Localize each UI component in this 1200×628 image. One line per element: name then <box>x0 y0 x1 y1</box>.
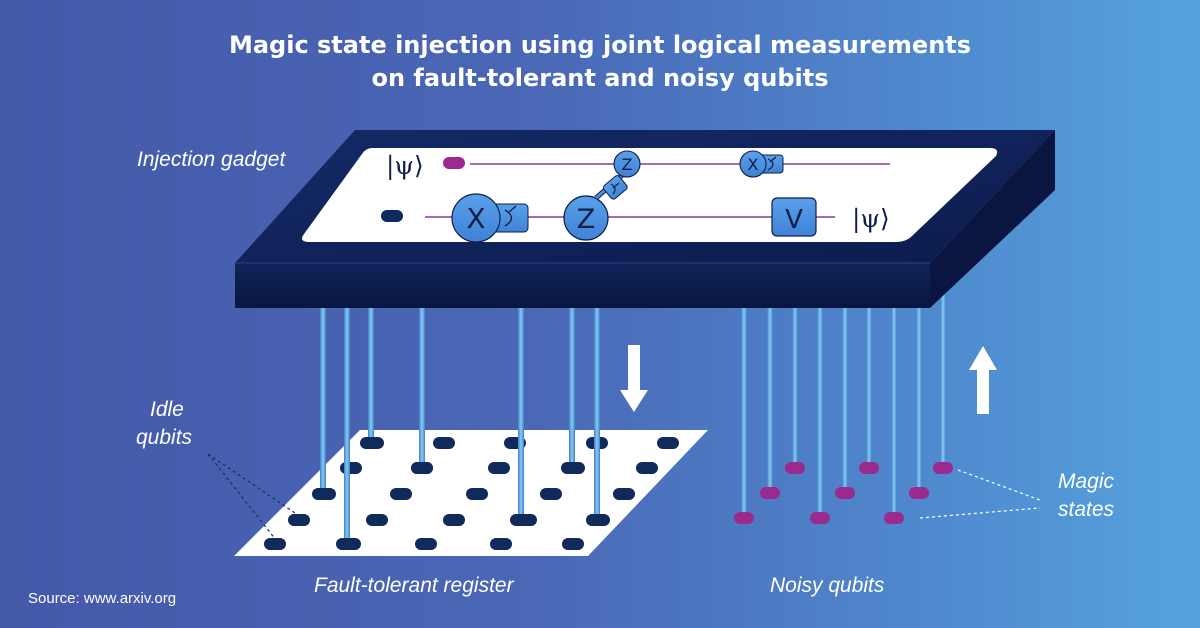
x-measurement-gate: X <box>451 193 529 243</box>
register-qubit <box>540 488 562 500</box>
magic-state-qubit <box>835 487 855 499</box>
small-x-label: X <box>748 155 759 174</box>
small-z-label: Z <box>622 155 633 174</box>
connector-rod <box>842 305 848 490</box>
idle-qubits-pointer-1 <box>207 453 299 516</box>
connector-rod <box>419 305 425 467</box>
title-line-2: on fault-tolerant and noisy qubits <box>371 64 829 92</box>
title-line-1: Magic state injection using joint logica… <box>228 31 972 59</box>
small-x-circle <box>739 150 767 178</box>
joint-meter <box>602 175 628 200</box>
z-gate: Z <box>563 195 609 241</box>
source-credit: Source: www.arxiv.org <box>28 590 177 607</box>
connector-rod <box>916 305 922 490</box>
magic-state-qubit <box>734 512 754 524</box>
noisy-qubits-label: Noisy qubits <box>770 574 885 597</box>
magic-states-label-line-2: states <box>1058 498 1115 521</box>
register-qubit <box>411 462 433 474</box>
magic-state-qubit <box>785 462 805 474</box>
register-qubit <box>336 538 358 550</box>
slab-front <box>235 263 930 308</box>
slab-side <box>930 130 1055 308</box>
register-qubit <box>443 514 465 526</box>
x-gate-circle <box>451 193 501 243</box>
input-magic-qubit <box>443 157 465 169</box>
connector-rod <box>368 305 374 442</box>
magic-state-qubit <box>810 512 830 524</box>
idle-qubits-label-line-1: Idle <box>150 398 184 421</box>
magic-states-pointer-1 <box>957 469 1041 501</box>
connector-rod <box>344 305 350 543</box>
connector-rod <box>518 305 524 517</box>
z-gate-label: Z <box>577 204 596 235</box>
z-gate-circle <box>563 195 609 241</box>
meter-icon <box>504 205 517 227</box>
v-gate-label: V <box>785 205 803 235</box>
register-qubit <box>433 437 455 449</box>
register-qubit <box>415 538 437 550</box>
input-logical-qubit <box>381 210 403 222</box>
magic-state-qubit <box>909 487 929 499</box>
register-qubit <box>636 462 658 474</box>
register-qubit <box>657 437 679 449</box>
register-qubit <box>288 514 310 526</box>
idle-qubits-pointer-2 <box>207 453 277 541</box>
register-qubit <box>613 488 635 500</box>
register-qubit <box>510 514 532 526</box>
injection-gadget-slab <box>235 130 1055 308</box>
register-qubit <box>264 538 286 550</box>
register-qubit <box>490 538 512 550</box>
register-qubit <box>360 437 382 449</box>
connector-rod <box>569 305 575 467</box>
connected-register-qubits <box>312 437 608 550</box>
joint-meter-box <box>602 175 628 200</box>
small-z-gate: Z <box>613 150 641 178</box>
magic-states-label-line-1: Magic <box>1058 470 1115 493</box>
register-qubit <box>562 538 584 550</box>
register-qubit <box>390 488 412 500</box>
connector-rod <box>891 305 897 515</box>
connector-rod <box>940 290 946 465</box>
magic-state-qubit <box>884 512 904 524</box>
register-qubit <box>586 514 608 526</box>
x-gate-label: X <box>466 202 485 235</box>
register-qubit <box>466 488 488 500</box>
injection-gadget-label: Injection gadget <box>137 148 286 171</box>
magic-state-qubit <box>859 462 879 474</box>
up-arrow <box>969 346 997 414</box>
register-qubit <box>561 462 583 474</box>
connector-rod <box>594 305 600 517</box>
input-state-ket: |ψ⟩ <box>386 151 424 181</box>
small-z-circle <box>613 150 641 178</box>
magic-states-pointer-2 <box>919 507 1041 519</box>
fault-tolerant-register-label: Fault-tolerant register <box>314 574 514 597</box>
down-arrow <box>620 345 648 412</box>
connector-rod <box>320 305 326 493</box>
v-gate-box <box>771 197 817 237</box>
connector-rod <box>817 305 823 515</box>
v-gate: V <box>771 197 817 237</box>
small-x-measurement-gate: X <box>739 150 784 178</box>
idle-qubits-label-line-2: qubits <box>136 426 193 449</box>
register-connectors <box>320 305 600 543</box>
register-qubit <box>340 462 362 474</box>
connector-rod <box>767 305 773 490</box>
connector-rod <box>866 305 872 465</box>
meter-icon <box>610 182 620 195</box>
register-qubit <box>488 462 510 474</box>
magic-state-qubits <box>734 462 953 524</box>
connector-rod <box>741 305 747 515</box>
output-state-ket: |ψ⟩ <box>852 204 890 234</box>
magic-state-qubit <box>760 487 780 499</box>
connector-rod <box>792 305 798 465</box>
meter-icon <box>767 156 777 171</box>
register-qubit <box>366 514 388 526</box>
noisy-connectors <box>741 290 946 515</box>
register-qubit <box>312 488 334 500</box>
magic-state-qubit <box>933 462 953 474</box>
